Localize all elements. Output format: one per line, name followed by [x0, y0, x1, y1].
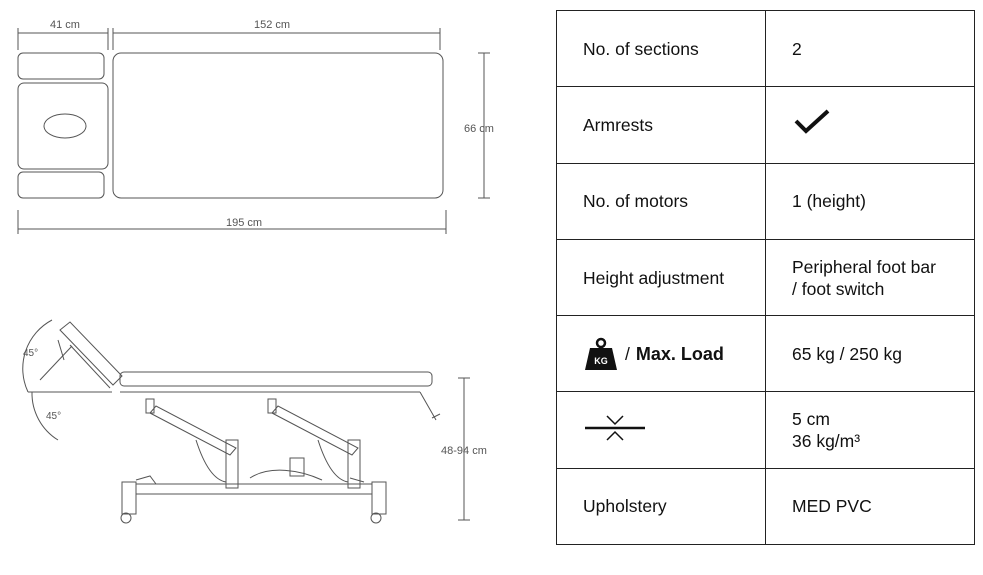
top-view — [17, 28, 490, 234]
dim-width: 66 cm — [464, 123, 494, 135]
row-value: MED PVC — [765, 467, 975, 546]
spec-table: No. of sections 2 Armrests No. of motors… — [556, 9, 975, 546]
value-line: Peripheral foot bar — [792, 256, 936, 277]
dim-headrest: 41 cm — [50, 19, 80, 31]
row-value: 1 (height) — [765, 162, 975, 240]
row-label: Upholstery — [556, 467, 766, 546]
checkmark-icon — [794, 109, 830, 135]
row-value: 5 cm 36 kg/m³ — [765, 391, 975, 469]
row-label: Armrests — [556, 86, 766, 164]
label-separator: / — [625, 343, 630, 364]
kg-weight-icon: KG — [585, 337, 617, 370]
max-load-label: Max. Load — [635, 343, 724, 364]
table-row: 5 cm 36 kg/m³ — [556, 391, 975, 469]
dim-body: 152 cm — [254, 19, 290, 31]
table-row: Armrests — [556, 86, 975, 164]
row-label: No. of sections — [556, 9, 766, 88]
table-row: Upholstery MED PVC — [556, 467, 975, 546]
row-label — [556, 391, 766, 469]
technical-drawing: 41 cm 152 cm 66 cm 195 cm — [17, 19, 494, 524]
row-value: 2 — [765, 9, 975, 88]
table-row: Height adjustment Peripheral foot bar / … — [556, 238, 975, 317]
dim-angle-top: 45° — [23, 348, 38, 359]
value-line: / foot switch — [792, 278, 885, 299]
side-view — [22, 319, 470, 524]
row-label: KG / Max. Load — [556, 315, 766, 393]
dim-height: 48-94 cm — [441, 445, 487, 457]
table-row: No. of motors 1 (height) — [556, 162, 975, 240]
row-value: Peripheral foot bar / foot switch — [765, 238, 975, 317]
foam-thickness-icon — [585, 415, 645, 441]
row-value: 65 kg / 250 kg — [765, 315, 975, 393]
row-label: Height adjustment — [556, 238, 766, 317]
value-line: 5 cm — [792, 409, 830, 430]
dim-total: 195 cm — [226, 217, 262, 229]
row-label: No. of motors — [556, 162, 766, 240]
value-line: 36 kg/m³ — [792, 431, 861, 452]
row-value — [765, 86, 975, 164]
dim-angle-bottom: 45° — [46, 411, 61, 422]
table-row: No. of sections 2 — [556, 9, 975, 88]
kg-text: KG — [594, 356, 608, 366]
table-row: KG / Max. Load 65 kg / 250 kg — [556, 315, 975, 393]
